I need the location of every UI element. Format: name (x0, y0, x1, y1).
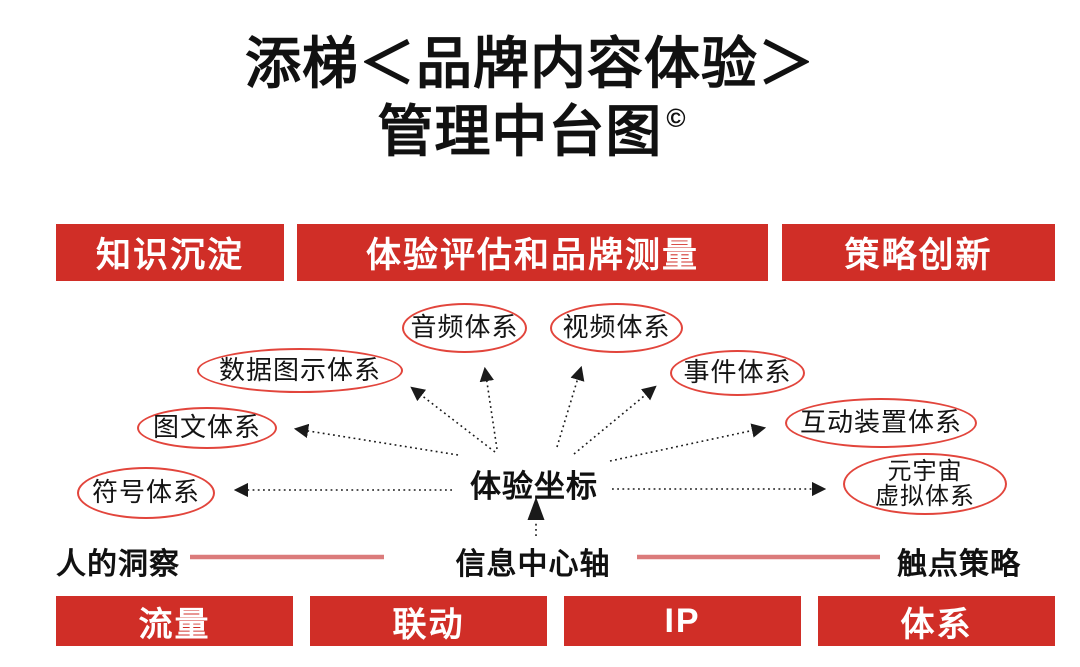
ellipse-metaverse-system: 元宇宙 虚拟体系 (843, 453, 1007, 515)
ellipse-image-text-system: 图文体系 (137, 407, 277, 449)
page-title: 添梯＜品牌内容体验＞ 管理中台图© (0, 30, 1070, 167)
ellipse-data-chart-system: 数据图示体系 (197, 348, 403, 393)
hub-label: 体验坐标 (470, 469, 598, 504)
data-chart-system-label: 数据图示体系 (218, 354, 381, 385)
axis-label-info-center: 信息中心轴 (455, 548, 611, 581)
banner-knowledge: 知识沉淀 (56, 224, 284, 281)
banner-strategy: 策略创新 (782, 224, 1055, 281)
arrow-to-data-chart-system (410, 386, 496, 453)
ellipse-interactive-device-system: 互动装置体系 (785, 398, 977, 448)
page-title-line1: 添梯＜品牌内容体验＞ (245, 32, 815, 95)
video-system-label: 视频体系 (562, 312, 671, 343)
axis-label-touchpoint-strategy: 触点策略 (897, 548, 1021, 581)
image-text-system-label: 图文体系 (152, 412, 261, 443)
banner-linkage: 联动 (310, 596, 547, 646)
audio-system-label: 音频体系 (410, 312, 519, 343)
banner-evaluation: 体验评估和品牌测量 (297, 224, 768, 281)
ellipse-video-system: 视频体系 (550, 303, 683, 353)
banner-traffic-label: 流量 (138, 605, 211, 644)
banner-system: 体系 (818, 596, 1055, 646)
arrow-to-audio-system (479, 366, 498, 450)
ellipse-audio-system: 音频体系 (402, 303, 527, 353)
metaverse-system-label-line2: 虚拟体系 (875, 483, 975, 510)
banner-traffic: 流量 (56, 596, 293, 646)
ellipse-symbol-system: 符号体系 (77, 467, 215, 519)
arrow-to-video-system (556, 365, 585, 448)
page-title-line2: 管理中台图© (377, 100, 687, 164)
banner-knowledge-label: 知识沉淀 (95, 236, 244, 275)
banner-strategy-label: 策略创新 (844, 236, 993, 275)
banner-evaluation-label: 体验评估和品牌测量 (365, 236, 699, 275)
symbol-system-label: 符号体系 (91, 477, 200, 508)
banner-ip: IP (564, 596, 801, 646)
arrow-to-event-system (573, 385, 657, 455)
metaverse-system-label-line1: 元宇宙 (887, 457, 963, 485)
ellipse-event-system: 事件体系 (670, 350, 805, 396)
banner-ip-label: IP (664, 601, 701, 640)
event-system-label: 事件体系 (683, 357, 792, 388)
arrow-to-image-text-system (293, 423, 459, 456)
axis-label-human-insight: 人的洞察 (56, 548, 180, 581)
copyright-mark: © (666, 103, 687, 134)
arrow-to-interactive-device-system (609, 423, 767, 462)
interactive-device-system-label: 互动装置体系 (799, 407, 962, 438)
banner-system-label: 体系 (900, 605, 973, 644)
banner-linkage-label: 联动 (392, 605, 465, 644)
